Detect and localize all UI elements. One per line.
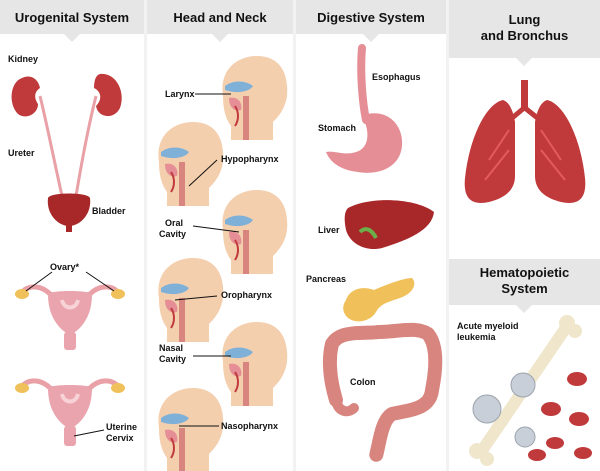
label-pancreas: Pancreas (306, 274, 347, 284)
panel-header: Digestive System (296, 0, 446, 34)
head-neck-panel: Head and Neck Larynx Hypopharynx Oral (147, 0, 293, 471)
header-pointer (516, 58, 532, 66)
hematopoietic-illustration (469, 315, 592, 466)
right-kidney (94, 73, 122, 117)
separator (144, 0, 147, 471)
label-oral-cavity: Cavity (159, 229, 187, 239)
head-oropharynx (157, 257, 225, 343)
head-larynx (221, 55, 289, 141)
urogenital-illustration (11, 73, 125, 446)
label-nasal-cavity: Cavity (159, 354, 187, 364)
panel-header: Head and Neck (147, 0, 293, 34)
left-ureter (38, 95, 64, 197)
lung-illustration (464, 80, 586, 203)
red-blood-cells (528, 372, 592, 461)
header-pointer (64, 34, 80, 42)
panel-title: Digestive System (317, 10, 425, 25)
head-nasopharynx (157, 387, 225, 471)
label-ovary: Ovary* (50, 262, 80, 272)
label-cervix: Cervix (106, 433, 134, 443)
urogenital-panel: Urogenital System (0, 0, 144, 471)
liver (344, 200, 434, 250)
label-colon: Colon (350, 377, 376, 387)
label-esophagus: Esophagus (372, 72, 421, 82)
left-lung (464, 100, 515, 203)
esophagus (357, 44, 370, 124)
label-hypopharynx: Hypopharynx (221, 154, 279, 164)
label-oral: Oral (165, 218, 184, 228)
panel-title-line2: System (501, 281, 548, 296)
hematopoietic-panel: Hematopoietic System Acute myeloid (449, 259, 600, 471)
panel-header: Lung and Bronchus (449, 0, 600, 58)
label-uterine: Uterine (106, 422, 138, 432)
separator (293, 0, 296, 471)
panel-title: Urogenital System (14, 10, 130, 25)
digestive-panel: Digestive System Esophagus Stomach Liver… (296, 0, 446, 471)
panel-title: Head and Neck (173, 10, 267, 25)
right-ureter (74, 95, 98, 197)
label-nasopharynx: Nasopharynx (221, 421, 279, 431)
digestive-illustration (322, 44, 443, 463)
head-neck-illustration (157, 55, 289, 471)
head-oral-cavity (221, 189, 289, 275)
label-bladder: Bladder (92, 206, 126, 216)
label-larynx: Larynx (165, 89, 195, 99)
separator (446, 0, 449, 471)
label-stomach: Stomach (318, 123, 357, 133)
left-kidney (11, 76, 41, 117)
uterus-2 (15, 378, 125, 446)
panel-title-line1: Lung (508, 12, 541, 27)
panel-header: Hematopoietic System (449, 259, 600, 305)
panel-title-line2: and Bronchus (480, 28, 569, 43)
bladder (47, 193, 91, 226)
header-pointer (516, 305, 532, 313)
header-pointer (212, 34, 228, 42)
right-lung (535, 100, 586, 203)
label-acute-myeloid: Acute myeloid (457, 321, 519, 331)
label-kidney: Kidney (8, 54, 39, 64)
uterus-1 (15, 271, 125, 350)
label-leukemia: leukemia (457, 332, 496, 342)
header-pointer (363, 34, 379, 42)
label-liver: Liver (318, 225, 340, 235)
head-hypopharynx (157, 121, 225, 207)
lung-panel: Lung and Bronchus (449, 0, 600, 256)
leukemia-cells (472, 372, 536, 448)
pancreas (343, 278, 415, 322)
label-nasal: Nasal (159, 343, 184, 353)
panel-title-line1: Hematopoietic (479, 265, 570, 280)
head-nasal-cavity (221, 321, 289, 407)
panel-header: Urogenital System (0, 0, 144, 34)
colon (322, 322, 443, 463)
label-ureter: Ureter (8, 148, 35, 158)
stomach (326, 113, 403, 173)
label-oropharynx: Oropharynx (221, 290, 273, 300)
